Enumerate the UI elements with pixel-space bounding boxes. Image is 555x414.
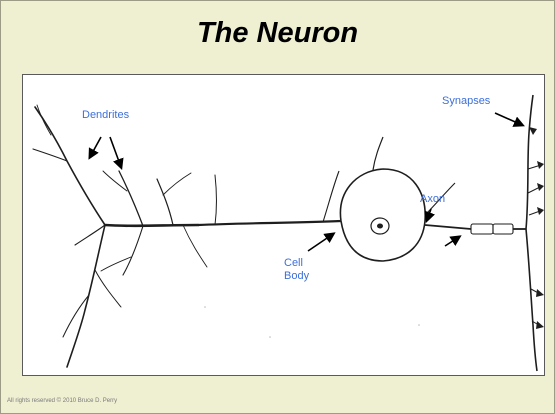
cell-body-arrow bbox=[308, 234, 333, 251]
proximal-process bbox=[198, 221, 341, 225]
cell-body-label-line2: Body bbox=[284, 270, 324, 283]
dendrites-arrow-2 bbox=[110, 137, 121, 167]
nucleolus bbox=[377, 224, 383, 229]
dendrites-label: Dendrites bbox=[82, 109, 129, 122]
axon-drawing bbox=[425, 183, 526, 234]
cell-body-label-line1: Cell bbox=[284, 257, 324, 270]
pointer-arrows bbox=[90, 113, 522, 251]
copyright-footer: All rights reserved © 2010 Bruce D. Perr… bbox=[7, 398, 117, 404]
synapses-arrow bbox=[495, 113, 522, 125]
dendrite-branch-right bbox=[323, 171, 339, 222]
neuron-illustration-panel: Dendrites Synapses Axon Cell Body bbox=[22, 74, 545, 376]
soma-process-top bbox=[373, 137, 383, 170]
dendrites-drawing bbox=[33, 105, 217, 367]
dendrites-arrow-1 bbox=[90, 137, 101, 157]
axon-label: Axon bbox=[420, 193, 445, 206]
slide-title: The Neuron bbox=[1, 17, 554, 50]
myelin-arrow bbox=[445, 237, 459, 246]
specks bbox=[204, 306, 420, 338]
cell-body bbox=[340, 169, 425, 261]
synapses-drawing bbox=[526, 95, 542, 371]
synapses-label: Synapses bbox=[442, 95, 490, 108]
cell-body-label: Cell Body bbox=[284, 257, 324, 283]
